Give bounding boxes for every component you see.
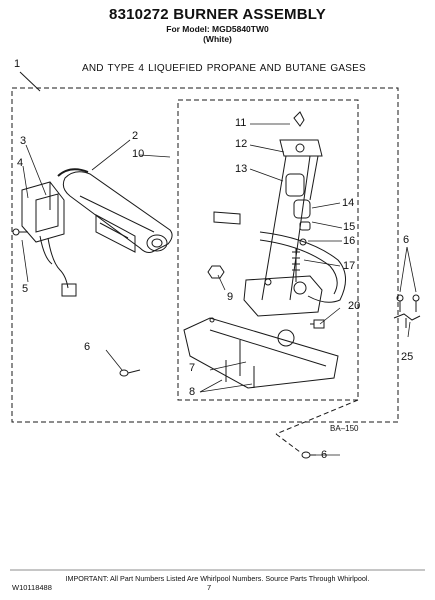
gas-valve-stack xyxy=(261,111,323,301)
callout-8: 8 xyxy=(189,386,196,398)
callout-4: 4 xyxy=(17,157,24,169)
callout-2: 2 xyxy=(132,130,139,142)
screws-8 xyxy=(225,360,255,388)
color-line: (White) xyxy=(203,34,232,44)
igniter-bracket xyxy=(21,181,65,243)
leader-1 xyxy=(19,71,41,92)
footer-note: IMPORTANT: All Part Numbers Listed Are W… xyxy=(65,574,370,583)
callout-7: 7 xyxy=(189,362,196,374)
document-id: W10118488 xyxy=(12,583,52,592)
burner-tube xyxy=(57,168,173,253)
callout-12: 12 xyxy=(235,138,248,150)
base-bracket xyxy=(183,317,339,389)
callout-6-right: 6 xyxy=(403,234,410,246)
igniter-wiring xyxy=(39,235,77,297)
screw-6-lower-left xyxy=(119,369,141,377)
screw-left xyxy=(12,228,28,236)
callout-13: 13 xyxy=(235,163,248,175)
callout-14: 14 xyxy=(342,197,355,209)
callout-5: 5 xyxy=(22,283,29,295)
callout-16: 16 xyxy=(343,235,356,247)
model-line: For Model: MGD5840TW0 xyxy=(166,24,269,34)
screw-20 xyxy=(310,319,325,329)
callout-6-left: 6 xyxy=(84,341,91,353)
callout-11: 11 xyxy=(235,117,247,129)
callout-15: 15 xyxy=(343,221,356,233)
drawing-reference: BA–150 xyxy=(330,424,359,433)
callout-3: 3 xyxy=(20,135,27,147)
callout-6-bottom: 6 xyxy=(321,449,328,461)
callout-17: 17 xyxy=(343,260,356,272)
fitting-15-16 xyxy=(299,221,311,246)
screw-6-bottom xyxy=(301,451,316,459)
callout-1: 1 xyxy=(14,58,21,70)
callout-20: 20 xyxy=(348,300,361,312)
callout-25: 25 xyxy=(401,351,414,363)
leader-lines xyxy=(21,123,417,456)
valve-mounting-plate xyxy=(243,275,323,347)
frame-diagonal xyxy=(275,399,359,435)
inner-frame xyxy=(177,99,359,401)
diagram-subtitle: AND TYPE 4 LIQUEFIED PROPANE AND BUTANE … xyxy=(82,63,366,74)
nut-9 xyxy=(207,265,225,279)
callout-9: 9 xyxy=(227,291,234,303)
page-title: 8310272 BURNER ASSEMBLY xyxy=(109,6,326,23)
callout-10: 10 xyxy=(132,148,145,160)
hardware-6-25 xyxy=(393,294,421,328)
burner-bracket xyxy=(95,214,136,253)
orifice-17 xyxy=(292,248,300,282)
outer-frame xyxy=(11,87,399,423)
page-number: 7 xyxy=(207,583,212,592)
frame-diagonal-2 xyxy=(275,433,301,453)
gas-supply-tubes xyxy=(213,211,346,303)
